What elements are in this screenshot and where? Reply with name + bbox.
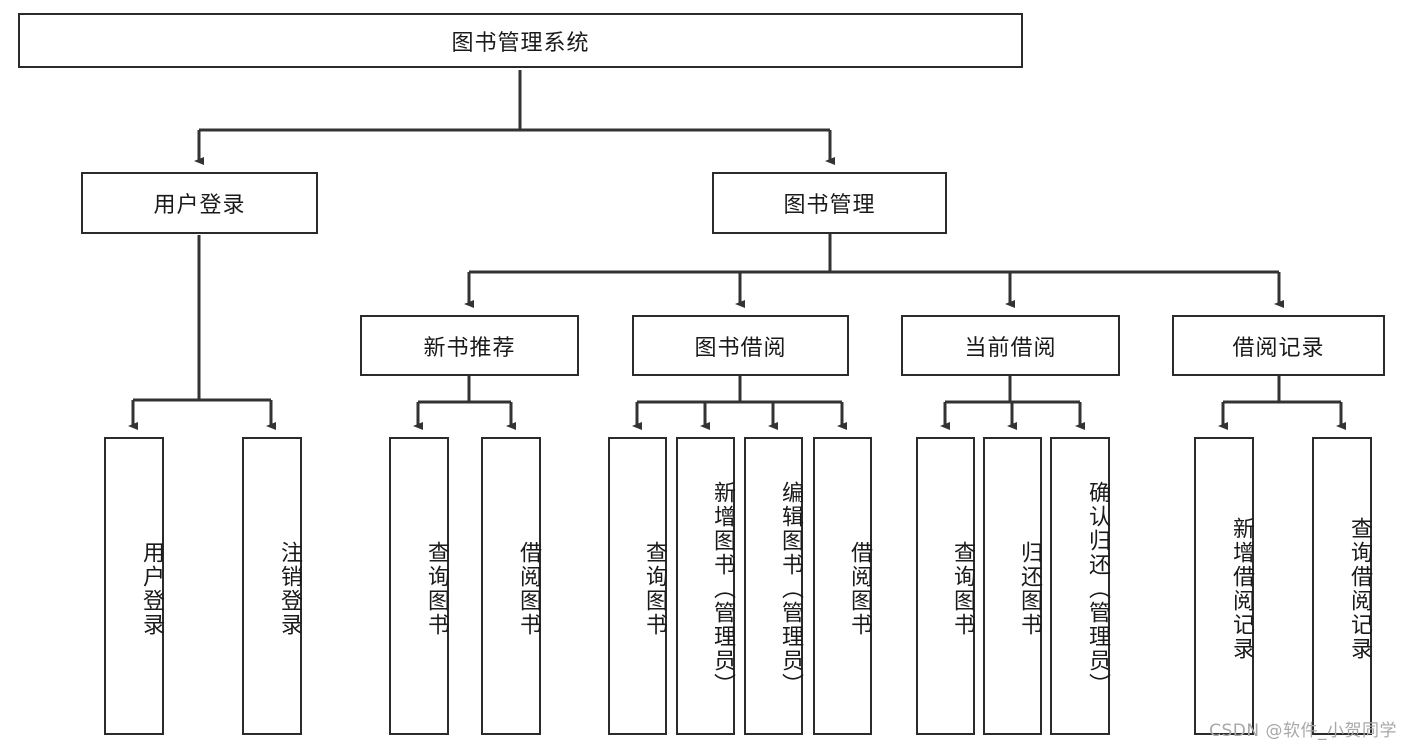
leaf-borrow-borrow-book[interactable]: 借阅图书 <box>813 437 872 735</box>
node-book-borrow[interactable]: 图书借阅 <box>632 315 849 376</box>
node-borrow-record-label: 借阅记录 <box>1232 335 1325 361</box>
node-new-book-recommend[interactable]: 新书推荐 <box>360 315 579 376</box>
leaf-label: 查询图书 <box>950 541 975 637</box>
leaf-user-login-login[interactable]: 用户登录 <box>104 437 164 735</box>
leaf-label: 查询图书 <box>642 541 667 637</box>
leaf-label: 新增借阅记录 <box>1229 517 1254 661</box>
leaf-user-login-logout[interactable]: 注销登录 <box>242 437 302 735</box>
leaf-label: 查询图书 <box>424 541 449 637</box>
leaf-label: 确认归还（管理员） <box>1085 481 1110 697</box>
node-user-login-label: 用户登录 <box>153 193 246 218</box>
node-book-borrow-label: 图书借阅 <box>694 335 787 361</box>
leaf-label: 用户登录 <box>139 541 164 637</box>
leaf-label: 查询借阅记录 <box>1347 517 1372 661</box>
node-root-label: 图书管理系统 <box>451 30 590 56</box>
leaf-record-query-record[interactable]: 查询借阅记录 <box>1312 437 1372 735</box>
leaf-label: 新增图书（管理员） <box>710 481 735 697</box>
leaf-current-return-book[interactable]: 归还图书 <box>983 437 1042 735</box>
node-current-borrow-label: 当前借阅 <box>964 335 1057 361</box>
watermark-text: CSDN @软件_小贺同学 <box>1209 721 1397 741</box>
leaf-label: 借阅图书 <box>516 541 541 637</box>
leaf-label: 编辑图书（管理员） <box>778 481 803 697</box>
leaf-recommend-borrow-book[interactable]: 借阅图书 <box>481 437 541 735</box>
leaf-record-add-record[interactable]: 新增借阅记录 <box>1194 437 1254 735</box>
node-new-book-recommend-label: 新书推荐 <box>423 335 516 361</box>
leaf-current-confirm-return-admin[interactable]: 确认归还（管理员） <box>1050 437 1110 735</box>
node-root[interactable]: 图书管理系统 <box>18 13 1023 68</box>
leaf-label: 借阅图书 <box>847 541 872 637</box>
leaf-recommend-query-book[interactable]: 查询图书 <box>389 437 449 735</box>
node-book-management[interactable]: 图书管理 <box>712 172 947 234</box>
leaf-label: 归还图书 <box>1017 541 1042 637</box>
leaf-borrow-query-book[interactable]: 查询图书 <box>608 437 667 735</box>
node-current-borrow[interactable]: 当前借阅 <box>901 315 1120 376</box>
leaf-borrow-add-book-admin[interactable]: 新增图书（管理员） <box>676 437 735 735</box>
leaf-current-query-book[interactable]: 查询图书 <box>916 437 975 735</box>
node-borrow-record[interactable]: 借阅记录 <box>1172 315 1385 376</box>
leaf-label: 注销登录 <box>277 541 302 637</box>
node-user-login[interactable]: 用户登录 <box>81 172 318 234</box>
leaf-borrow-edit-book-admin[interactable]: 编辑图书（管理员） <box>744 437 803 735</box>
node-book-management-label: 图书管理 <box>783 193 876 218</box>
